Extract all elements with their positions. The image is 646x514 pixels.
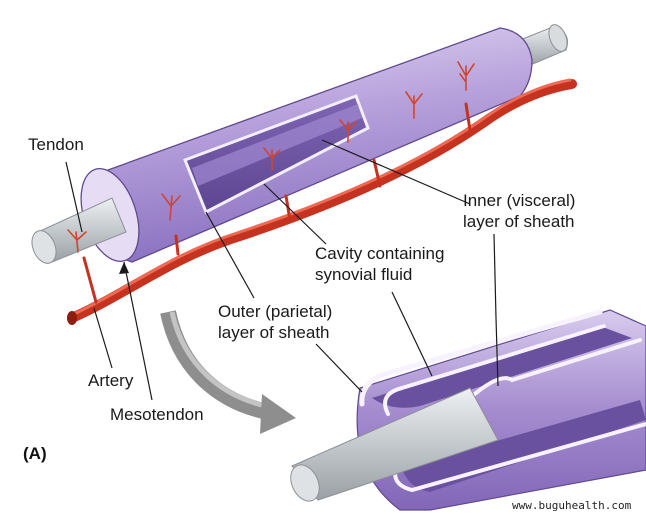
section-cavity-mid	[383, 324, 606, 416]
main-sheath-view	[31, 24, 577, 325]
section-cavity-upper	[359, 309, 603, 407]
label-artery: Artery	[88, 371, 134, 390]
leader-outer-top	[205, 211, 255, 299]
label-inner-layer-line2: layer of sheath	[463, 212, 575, 231]
label-cavity: Cavity containing synovial fluid	[315, 243, 444, 285]
mesotendon-arrowhead	[119, 262, 129, 274]
tendon-right-cap	[548, 24, 568, 52]
label-tendon: Tendon	[28, 135, 84, 154]
section-upper-channel	[372, 326, 632, 408]
mesotendon-branches	[82, 102, 472, 304]
label-mesotendon: Mesotendon	[110, 405, 204, 424]
leader-cavity-bottom	[391, 291, 433, 377]
watermark: www.buguhealth.com	[512, 499, 632, 512]
zoom-arrow	[160, 310, 296, 434]
sheath-vessels	[67, 61, 475, 253]
leader-inner-bottom	[493, 233, 499, 387]
leader-mesotendon	[123, 261, 153, 401]
label-outer-layer: Outer (parietal) layer of sheath	[218, 301, 332, 343]
cross-section-view	[290, 309, 646, 511]
leader-inner-top	[321, 139, 471, 205]
leader-cavity-top	[263, 183, 327, 245]
leader-lines	[65, 139, 499, 401]
label-outer-layer-line1: Outer (parietal)	[218, 302, 333, 321]
leader-outer-bottom	[315, 343, 363, 393]
artery-highlight	[72, 78, 572, 316]
leader-tendon	[65, 161, 83, 233]
tendon-left-cap	[31, 230, 57, 264]
label-cavity-line1: Cavity containing	[315, 244, 445, 263]
cutaway-inner-tendon	[192, 104, 362, 186]
label-outer-layer-line2: layer of sheath	[218, 323, 330, 342]
artery-cut-end	[67, 311, 77, 325]
section-tendon-end	[290, 464, 320, 502]
label-inner-layer: Inner (visceral) layer of sheath	[463, 190, 575, 232]
section-lower-channel	[402, 400, 646, 492]
leader-artery	[93, 307, 113, 369]
artery-vessel	[67, 79, 577, 323]
label-cavity-line2: synovial fluid	[315, 265, 413, 284]
label-inner-layer-line1: Inner (visceral)	[463, 191, 576, 210]
panel-label: (A)	[23, 444, 47, 463]
